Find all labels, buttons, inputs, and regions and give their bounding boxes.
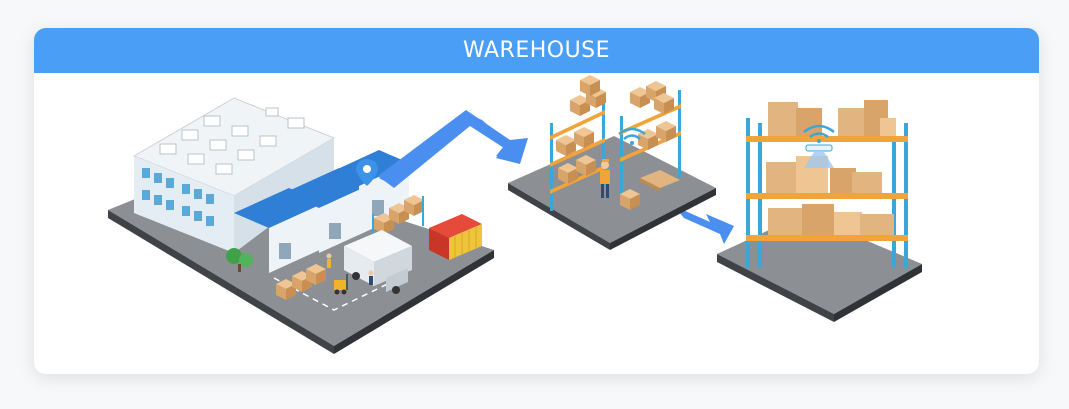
tree-icon (226, 248, 253, 272)
forklift-icon (334, 274, 348, 295)
shelving-rack-icon (717, 100, 922, 322)
header-bar: WAREHOUSE (34, 28, 1039, 73)
worker-icon (600, 159, 610, 198)
warehouse-card: WAREHOUSE (34, 28, 1039, 374)
truck-icon (344, 230, 412, 294)
wifi-icon (618, 127, 646, 145)
warehouse-illustration (108, 75, 922, 354)
header-title: WAREHOUSE (462, 38, 611, 63)
warehouse-building-icon (108, 97, 494, 354)
worker-icon (326, 253, 374, 285)
location-pin-icon (356, 159, 378, 186)
shipping-container-icon (429, 214, 482, 260)
wifi-icon (803, 124, 835, 143)
flow-arrow-2 (674, 206, 734, 244)
shelving-rack-icon (508, 75, 716, 250)
flow-arrow-1 (378, 110, 528, 188)
shelving-rack-icon (372, 195, 424, 244)
